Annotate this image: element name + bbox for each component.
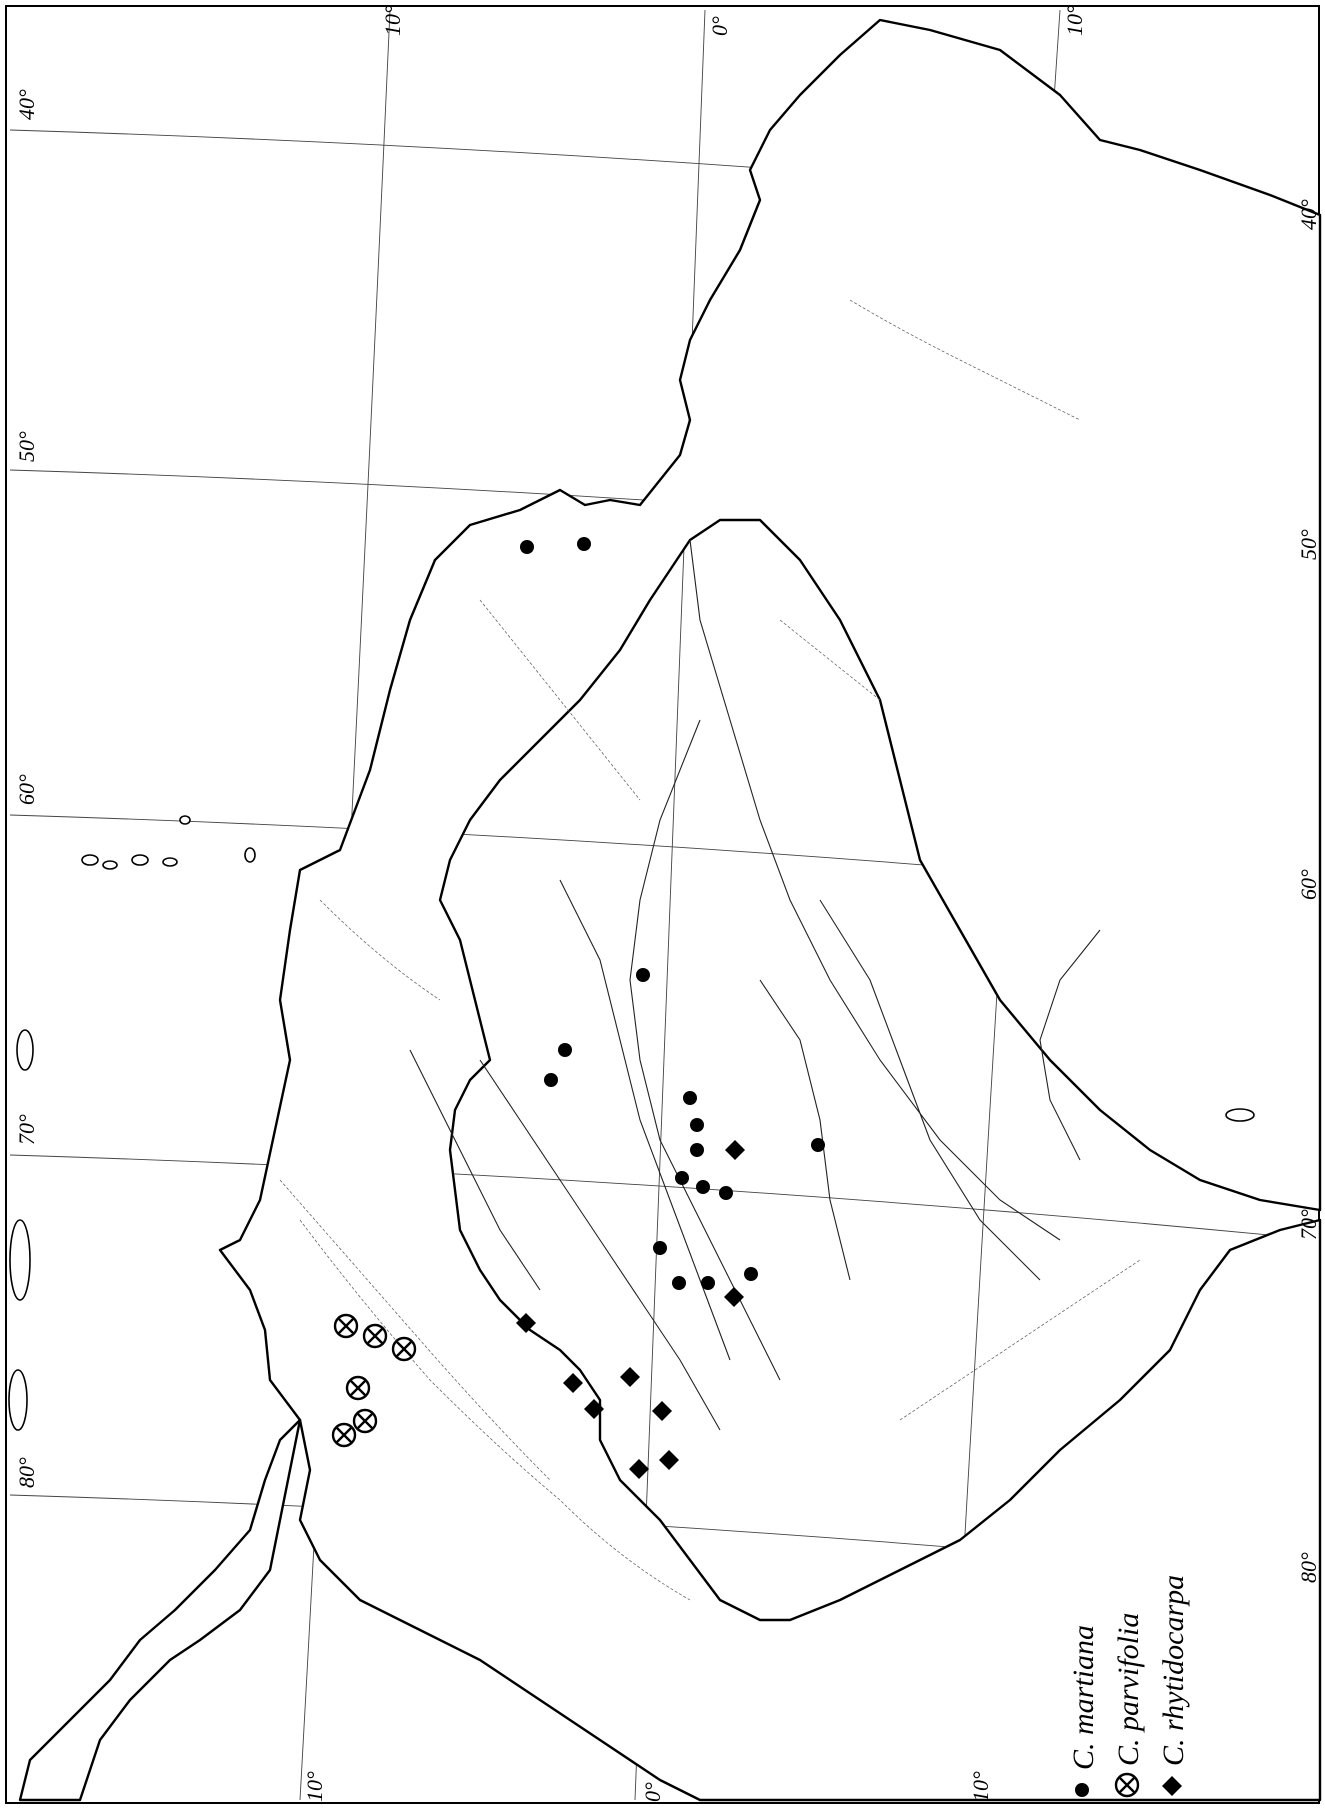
marker-c-martiana: [672, 1276, 686, 1290]
marker-c-martiana: [577, 537, 591, 551]
marker-c-martiana: [520, 540, 534, 554]
rivers: [409, 539, 1101, 1431]
marker-c-rhytidocarpa: [629, 1459, 649, 1479]
south-america-coastline: [218, 18, 1322, 1802]
right-label-40: 40°: [1296, 199, 1321, 230]
marker-c-parvifolia: [331, 1422, 357, 1448]
marker-c-rhytidocarpa: [584, 1399, 604, 1419]
right-label-60: 60°: [1296, 869, 1321, 900]
isthmus-coastline: [18, 1418, 302, 1802]
markers-c-rhytidocarpa: [516, 1140, 745, 1479]
bottom-label-0: 0°: [640, 1782, 665, 1802]
marker-c-rhytidocarpa: [563, 1373, 583, 1393]
left-label-40: 40°: [14, 89, 39, 120]
left-label-70: 70°: [14, 1114, 39, 1145]
markers-c-parvifolia: [331, 1313, 417, 1448]
marker-c-martiana: [683, 1091, 697, 1105]
marker-c-rhytidocarpa: [659, 1450, 679, 1470]
marker-c-rhytidocarpa: [652, 1401, 672, 1421]
marker-c-martiana: [744, 1267, 758, 1281]
bottom-label-10-left: 10°: [302, 1771, 327, 1802]
legend-label-rhytidocarpa: C. rhytidocarpa: [1157, 1575, 1190, 1766]
marker-c-rhytidocarpa: [620, 1367, 640, 1387]
marker-c-martiana: [675, 1171, 689, 1185]
marker-c-rhytidocarpa: [516, 1313, 536, 1333]
top-label-10-right: 10°: [1062, 5, 1087, 36]
marker-c-martiana: [690, 1118, 704, 1132]
marker-c-martiana: [719, 1186, 733, 1200]
right-label-70: 70°: [1296, 1209, 1321, 1240]
marker-c-martiana: [544, 1073, 558, 1087]
markers-c-martiana: [520, 537, 825, 1290]
marker-c-martiana: [701, 1276, 715, 1290]
marker-c-martiana: [690, 1143, 704, 1157]
legend: C. martiana C. parvifolia C. rhytidocarp…: [1067, 1575, 1190, 1798]
marker-c-martiana: [696, 1180, 710, 1194]
bottom-label-10-right: 10°: [968, 1771, 993, 1802]
marker-c-rhytidocarpa: [724, 1287, 744, 1307]
left-label-80: 80°: [14, 1457, 39, 1488]
relief-contours: [279, 299, 1141, 1601]
marker-c-parvifolia: [345, 1375, 371, 1401]
marker-c-rhytidocarpa: [725, 1140, 745, 1160]
marker-c-parvifolia: [333, 1313, 359, 1339]
marker-c-parvifolia: [391, 1336, 417, 1362]
islands: [8, 815, 1255, 1431]
marker-c-martiana: [636, 968, 650, 982]
right-label-50: 50°: [1296, 529, 1321, 560]
legend-symbol-rhytidocarpa: [1162, 1776, 1182, 1796]
top-label-10-left: 10°: [380, 5, 405, 36]
marker-c-parvifolia: [352, 1408, 378, 1434]
right-label-80: 80°: [1296, 1552, 1321, 1583]
marker-c-parvifolia: [362, 1323, 388, 1349]
graticule-labels: 40° 50° 60° 70° 80° 10° 0° 10° 40° 50° 6…: [14, 5, 1321, 1802]
legend-label-parvifolia: C. parvifolia: [1112, 1613, 1145, 1766]
legend-symbol-martiana: [1075, 1783, 1089, 1797]
left-label-50: 50°: [14, 431, 39, 462]
left-label-60: 60°: [14, 774, 39, 805]
legend-symbol-parvifolia: [1114, 1772, 1140, 1798]
marker-c-martiana: [811, 1138, 825, 1152]
marker-c-martiana: [558, 1043, 572, 1057]
top-label-0: 0°: [707, 16, 732, 36]
legend-label-martiana: C. martiana: [1067, 1625, 1100, 1770]
marker-c-martiana: [653, 1241, 667, 1255]
